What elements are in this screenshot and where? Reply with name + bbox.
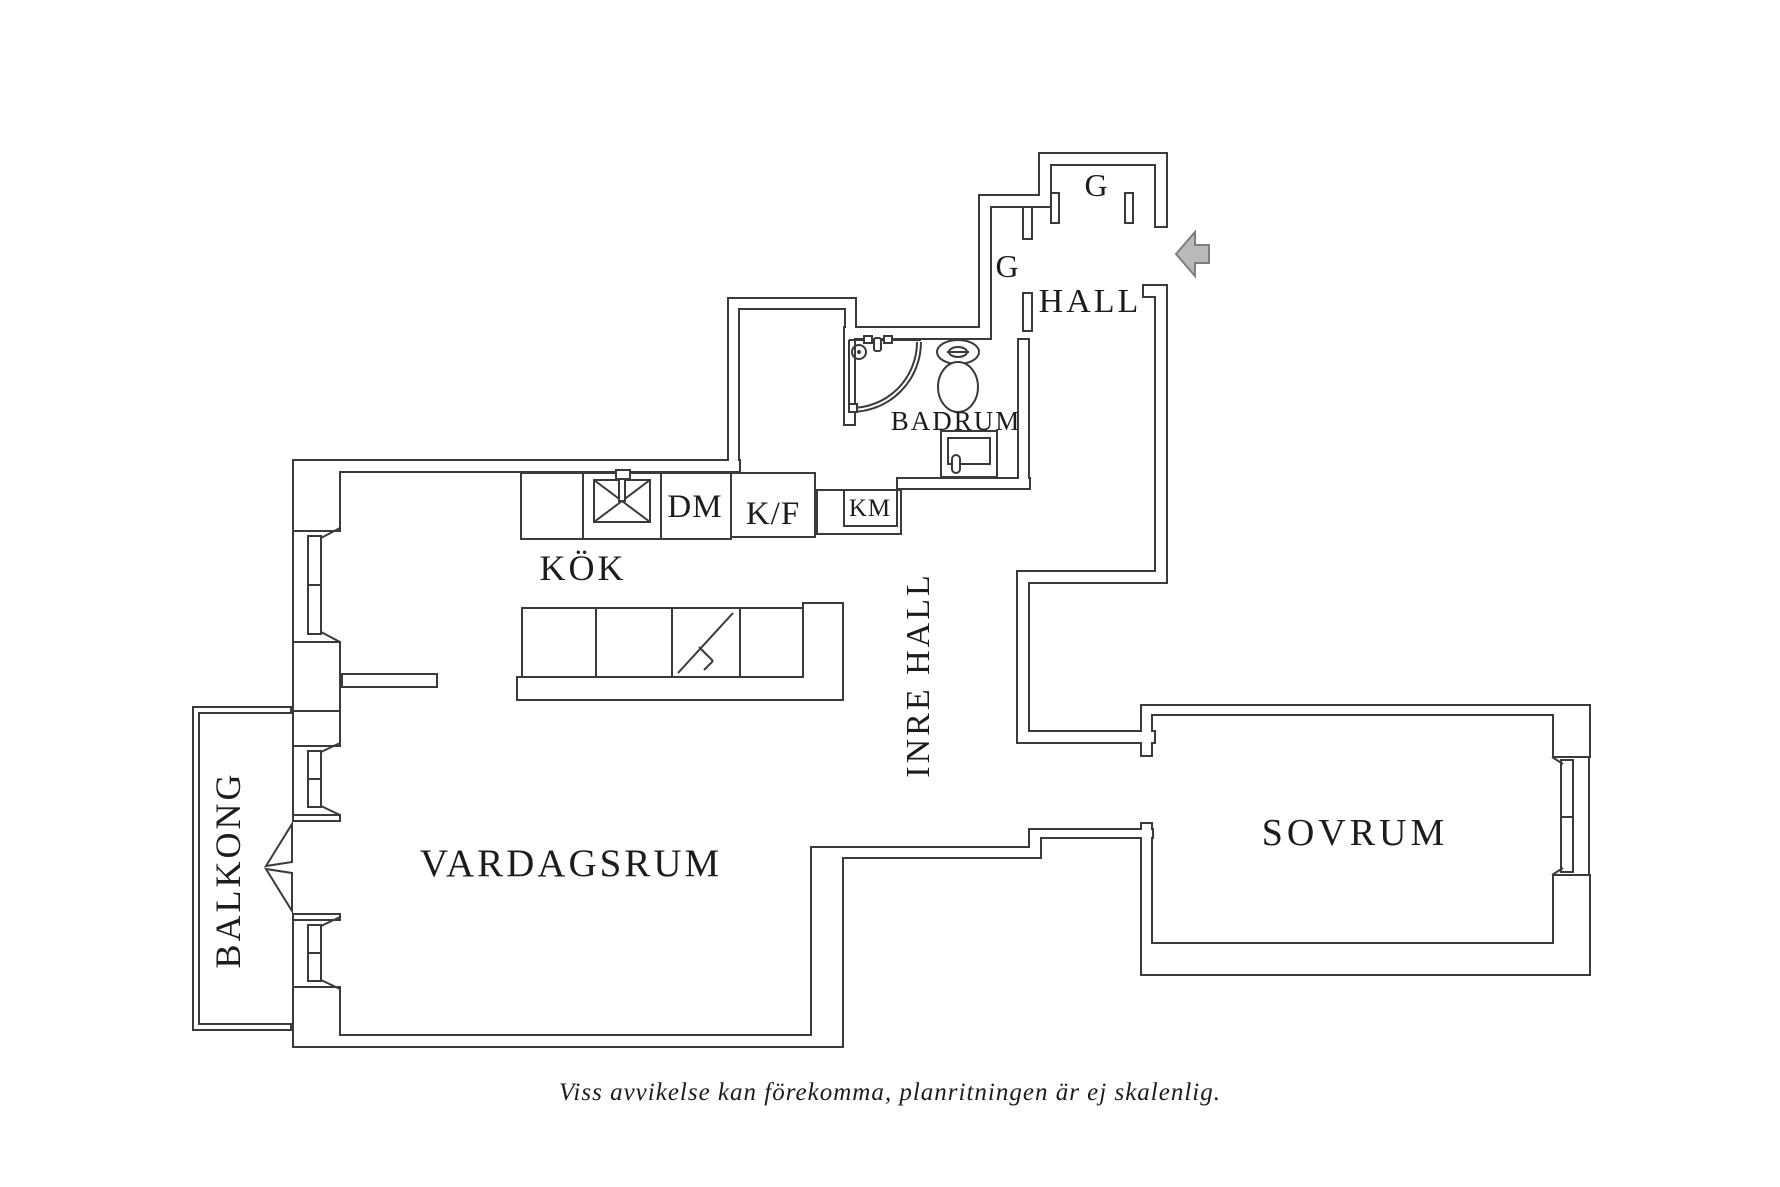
wall-segment [294,461,339,530]
labels-layer: G G HALL BADRUM DM K/F KM KÖK INRE HALL … [208,167,1449,1106]
entrance-arrow-icon [1174,229,1210,279]
wall-segment [1142,944,1589,974]
wall-segment [1052,194,1058,222]
wall-segment [1019,340,1028,488]
fridge-freezer-box [730,472,816,538]
window-balcony-upper-icon [292,742,341,816]
wall-segment [1030,830,1040,857]
wall-segment [1142,824,1151,973]
wall-segment [294,461,739,471]
wall-segment [1030,830,1152,837]
wall-segment [294,1036,842,1046]
wall-segment [1144,286,1166,296]
window-bedroom-icon [1551,756,1590,876]
stove-icon [677,612,734,674]
shower-icon [848,335,922,413]
bathroom-sink-icon [940,430,998,478]
fixture-label-dishwasher: DM [667,489,722,525]
wall-segment [1024,208,1031,238]
wall-segment [812,848,1040,857]
room-label-living-room: VARDAGSRUM [420,842,722,885]
room-label-bedroom: SOVRUM [1262,812,1449,854]
washing-machine-box [816,489,902,535]
wall-segment [812,848,842,1046]
wall-segment [845,328,990,338]
wall-segment [294,816,339,820]
wall-segment [194,708,198,1029]
details-layer [264,229,1590,990]
balcony-door-icon [264,820,293,915]
wall-segment [194,1025,290,1029]
wall-segment [1040,154,1050,206]
room-label-kitchen: KÖK [540,548,627,588]
wall-segment [1142,706,1589,714]
wall-segment [846,299,855,338]
wall-segment [194,708,290,712]
wall-segment [729,299,738,471]
wall-segment [294,915,339,919]
wall-segment [1018,732,1154,742]
wall-segment [1018,572,1166,582]
room-label-hall: HALL [1039,283,1142,320]
wall-segment [980,196,1050,206]
wardrobe-label-left: G [995,248,1018,284]
kitchen-sink-icon [593,469,651,523]
room-label-bathroom: BADRUM [891,406,1022,436]
room-label-balcony: BALKONG [208,772,248,969]
wall-segment [343,675,436,686]
kitchen-counter [520,469,732,540]
wall-segment [1018,572,1028,742]
wall-segment [1040,154,1166,164]
wall-segment [898,479,1029,488]
wall-segment [729,299,855,308]
wall-segment [980,196,990,338]
wall-segment [1156,286,1166,582]
window-balcony-lower-icon [292,916,341,990]
walls-outline-layer [192,152,1591,1048]
wall-segment [1126,194,1132,222]
plan-caption: Viss avvikelse kan förekomma, planritnin… [559,1079,1221,1106]
walls-cavity-layer [194,154,1589,1046]
kitchen-island [516,602,844,701]
window-living-top-icon [292,527,341,643]
fixture-label-washing-machine: KM [849,495,891,522]
fixture-label-fridge-freezer: K/F [746,496,800,532]
wall-segment [1554,706,1589,756]
wall-segment [1024,294,1031,330]
toilet-icon [936,339,980,413]
wardrobe-label-top: G [1084,167,1107,203]
wall-segment [294,643,339,710]
wall-segment [294,712,339,745]
wall-segment [1142,706,1151,755]
room-label-inner-hall: INRE HALL [900,572,937,777]
wall-segment [1156,154,1166,226]
